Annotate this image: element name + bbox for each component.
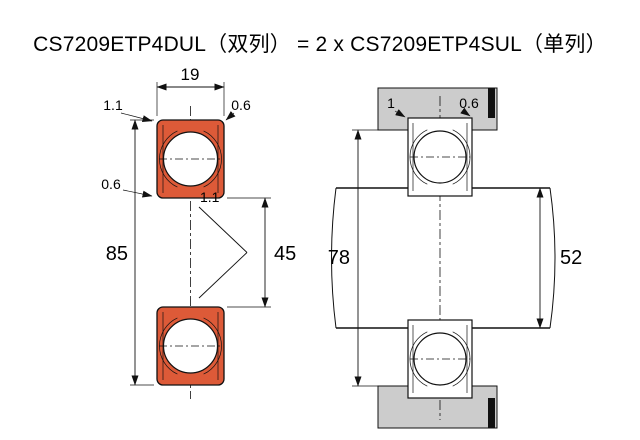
- ring-section-bottom: [156, 306, 225, 386]
- dim-bore-label: 45: [274, 243, 296, 265]
- housing-edge-bar-bottom: [488, 398, 495, 428]
- dim-bore: 45: [227, 197, 296, 308]
- shaft-break-right: [549, 187, 556, 329]
- contact-angle-lines: [198, 206, 248, 299]
- mounted-bearing-bottom: [407, 319, 473, 399]
- chamfer-left-label: 0.6: [101, 176, 121, 192]
- dim-width-label: 19: [181, 65, 200, 84]
- dim-housing-shoulder: 78: [328, 129, 379, 387]
- fillet-right-label: 0.6: [459, 95, 479, 111]
- mounted-bearing-top: [407, 117, 473, 197]
- chamfer-top-left-label: 1.1: [103, 97, 123, 113]
- dim-shaft-shoulder: 52: [536, 187, 582, 329]
- page-title: CS7209ETP4DUL（双列） = 2 x CS7209ETP4SUL（单列…: [33, 33, 607, 56]
- chamfer-top-right-label: 0.6: [231, 97, 251, 113]
- ring-section-top: [156, 119, 225, 199]
- fillet-callouts: 1 0.6: [387, 95, 479, 118]
- left-view-bearing-section: 19: [101, 65, 296, 399]
- chamfer-callouts: 1.1 0.6 0.6 1.1: [101, 97, 251, 205]
- dim-housing-shoulder-label: 78: [328, 247, 350, 269]
- shaft: [331, 187, 556, 329]
- dim-width: 19: [156, 65, 225, 116]
- housing-edge-bar-top: [488, 88, 495, 118]
- fillet-left-label: 1: [387, 95, 395, 111]
- chamfer-center-label: 1.1: [200, 189, 220, 205]
- shaft-break-left: [331, 187, 337, 329]
- dim-outer-diameter: 85: [106, 119, 154, 386]
- dim-od-label: 85: [106, 243, 128, 265]
- dim-shaft-shoulder-label: 52: [560, 247, 582, 269]
- right-view-mounting: 78 52 1 0.6: [328, 87, 582, 429]
